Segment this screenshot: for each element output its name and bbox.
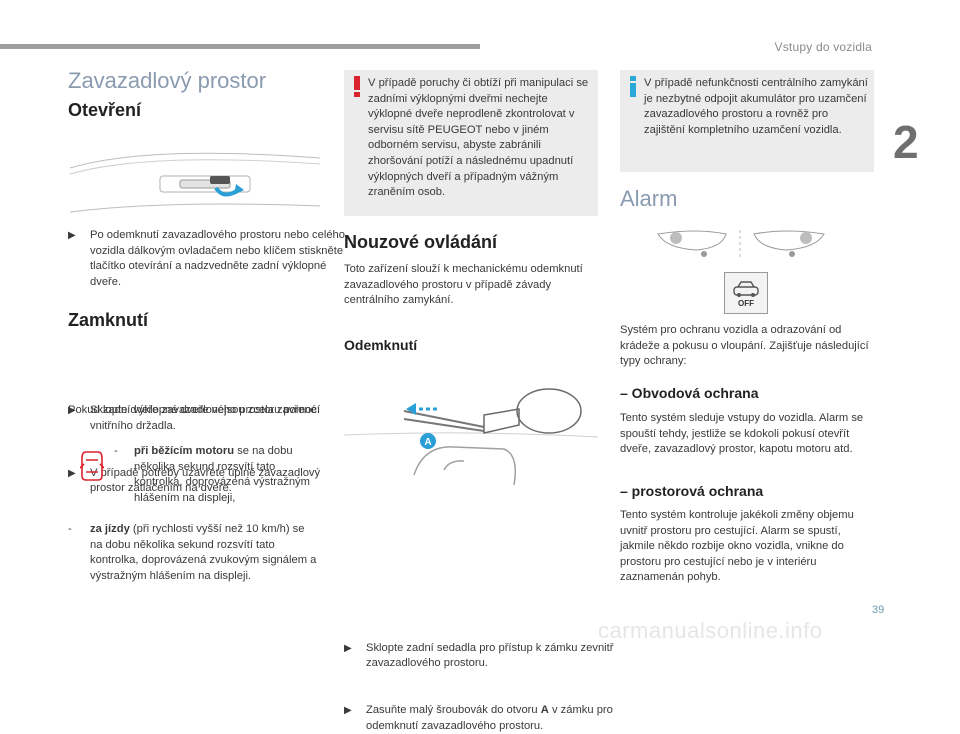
- dash-mark: -: [68, 523, 72, 535]
- unlock-bullet-2: ▶ Zasuňte malý šroubovák do otvoru A v z…: [344, 703, 613, 732]
- warning-box: V případě poruchy či obtíží při manipula…: [344, 70, 598, 216]
- figure-label-a: A: [424, 437, 431, 448]
- bullet-arrow-icon: ▶: [344, 642, 352, 654]
- section-title-trunk: Zavazadlový prostor: [68, 68, 267, 93]
- alarm-off-button[interactable]: OFF: [724, 272, 768, 314]
- heading-unlock: Odemknutí: [344, 337, 418, 353]
- unlock-bullet-1: ▶ Sklopte zadní sedadla pro přístup k zá…: [344, 641, 614, 670]
- running-engine-note: při běžícím motoru se na dobu několika s…: [134, 445, 310, 504]
- bullet-arrow-icon: ▶: [344, 704, 352, 716]
- header-title: Vstupy do vozidla: [774, 40, 872, 54]
- heading-volumetric: – prostorová ochrana: [620, 483, 764, 499]
- heading-open: Otevření: [68, 100, 142, 120]
- alarm-paragraph: Systém pro ochranu vozidla a odrazování …: [620, 324, 869, 368]
- info-text: V případě nefunkčnosti centrálního zamyk…: [644, 77, 868, 136]
- tailgate-illustration: [68, 140, 323, 228]
- section-title-alarm: Alarm: [620, 186, 678, 211]
- header-rule: [0, 44, 480, 49]
- info-icon: [626, 76, 640, 98]
- tailgate-button: [210, 176, 230, 184]
- info-box: V případě nefunkčnosti centrálního zamyk…: [620, 70, 874, 172]
- bullet-arrow-icon: ▶: [68, 230, 76, 241]
- open-bullet: ▶ Po odemknutí zavazadlového prostoru ne…: [68, 229, 345, 288]
- exclamation-icon: [350, 76, 364, 98]
- bullet-arrow-icon: ▶: [68, 467, 76, 479]
- volumetric-paragraph: Tento systém kontroluje jakékoli změny o…: [620, 509, 854, 584]
- open-tailgate-warning-light-icon: [79, 450, 105, 482]
- close-paragraph: Pokud zadní výklopné dveře nejsou zcela …: [68, 404, 320, 416]
- chapter-number: 2: [893, 116, 919, 168]
- off-label: OFF: [738, 299, 754, 308]
- perimeter-paragraph: Tento systém sleduje vstupy do vozidla. …: [620, 412, 864, 456]
- alarm-button-illustration: [656, 226, 826, 262]
- emergency-lock-illustration: A: [343, 375, 599, 505]
- heading-emergency: Nouzové ovládání: [344, 232, 498, 252]
- emergency-paragraph: Toto zařízení slouží k mechanickému odem…: [344, 263, 583, 307]
- close-bullet-1: ▶ Sklopte dveře zavazadlového prostoru p…: [68, 404, 321, 432]
- warning-text: V případě poruchy či obtíží při manipula…: [368, 77, 589, 199]
- driving-note: za jízdy (při rychlosti vyšší než 10 km/…: [90, 523, 317, 582]
- heading-perimeter: – Obvodová ochrana: [620, 385, 759, 401]
- watermark: carmanualsonline.info: [598, 618, 823, 643]
- heading-close: Zamknutí: [68, 310, 149, 330]
- page-number: 39: [872, 604, 885, 616]
- bullet-arrow-icon: ▶: [68, 405, 76, 417]
- dash-mark: -: [114, 445, 118, 457]
- close-bullet-2: ▶ V případě potřeby uzavřete úplně zavaz…: [68, 466, 321, 495]
- car-lock-icon: [733, 281, 759, 297]
